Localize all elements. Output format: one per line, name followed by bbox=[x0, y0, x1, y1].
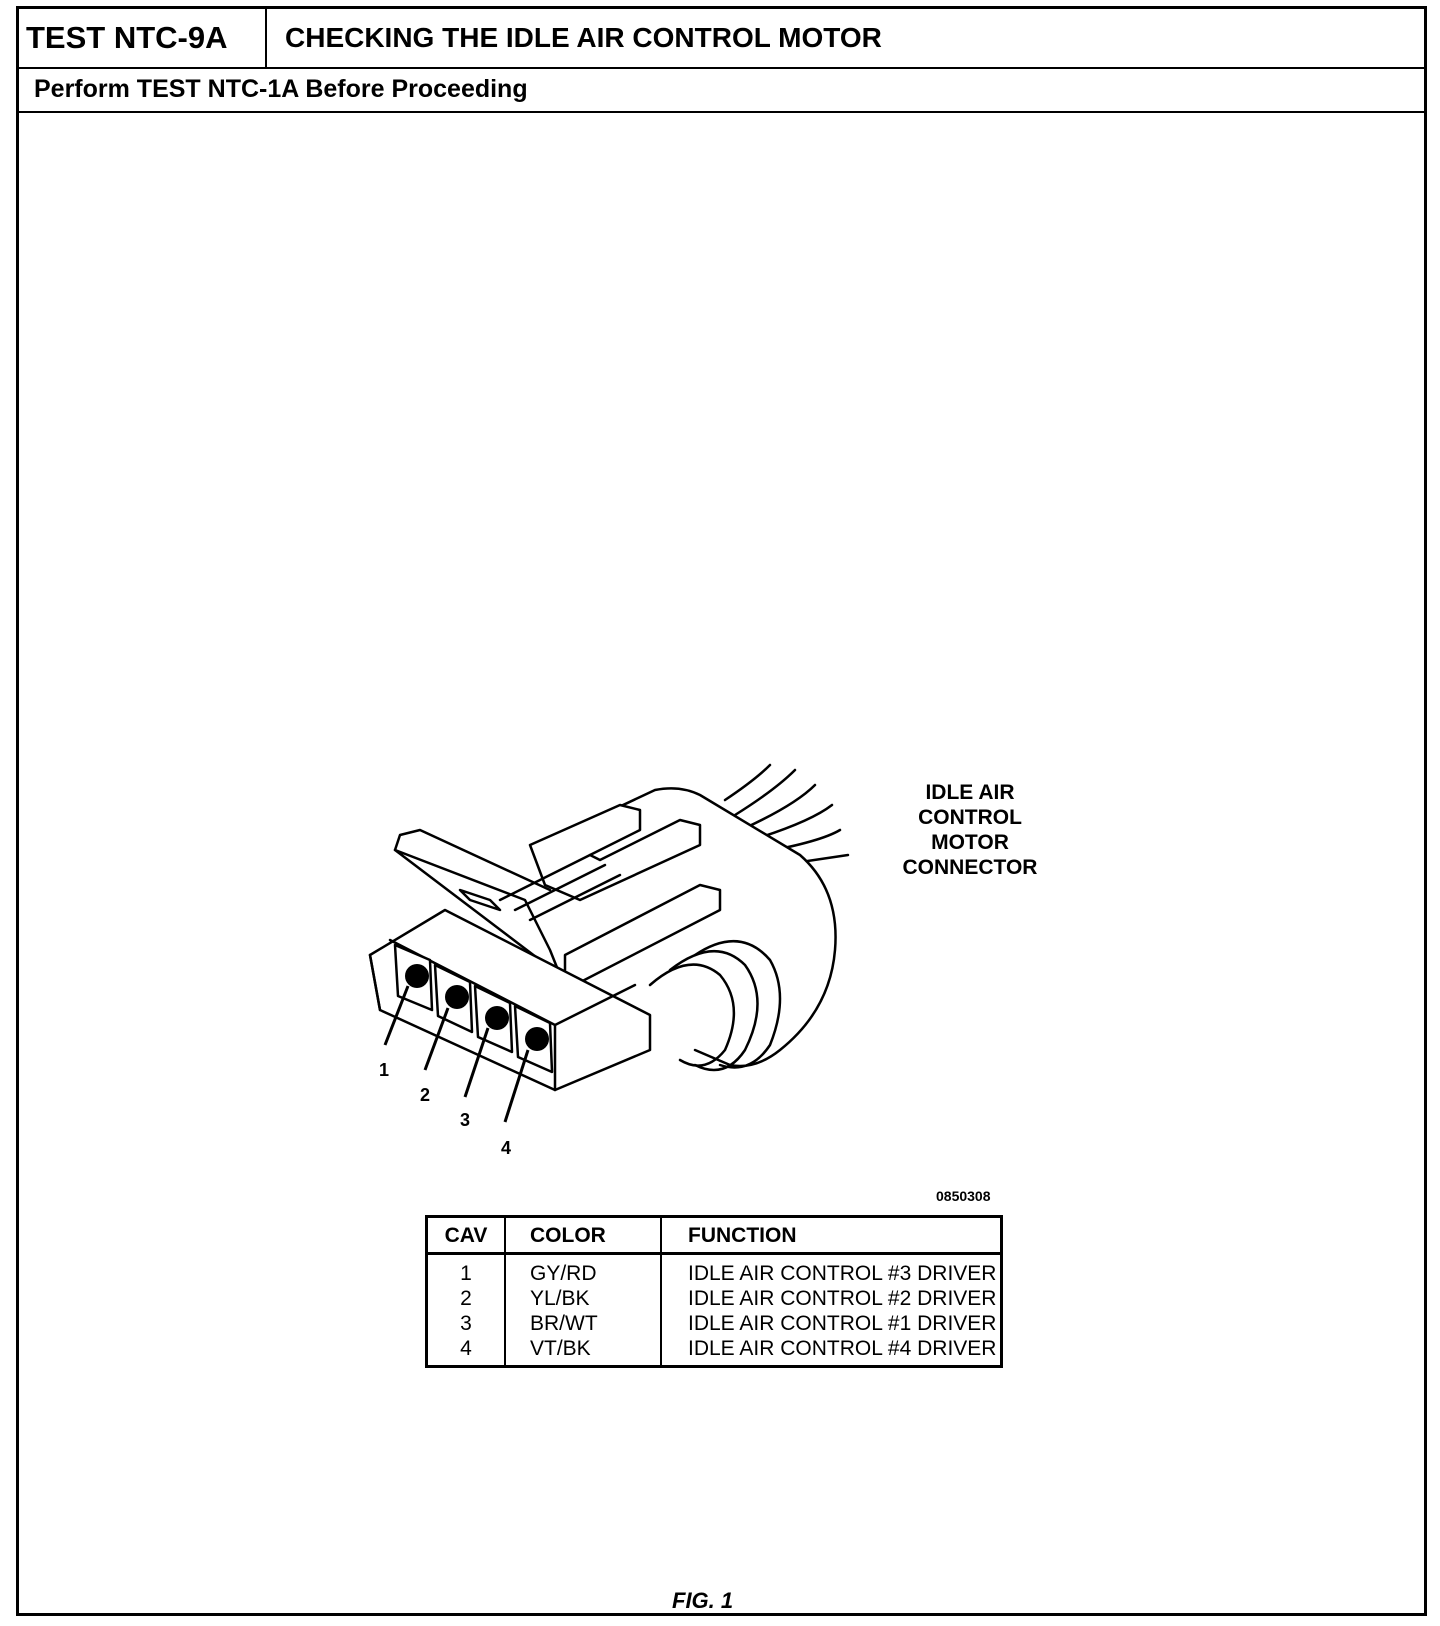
part-number: 0850308 bbox=[936, 1188, 991, 1204]
cell-cav: 2 bbox=[426, 1286, 506, 1311]
prerequisite-note: Perform TEST NTC-1A Before Proceeding bbox=[34, 75, 528, 103]
connector-illustration bbox=[368, 763, 850, 1123]
page-frame: TEST NTC-9A CHECKING THE IDLE AIR CONTRO… bbox=[16, 6, 1427, 1616]
connector-label-line: IDLE AIR bbox=[925, 781, 1015, 804]
test-title: CHECKING THE IDLE AIR CONTROL MOTOR bbox=[285, 22, 882, 53]
pin-label-3: 3 bbox=[460, 1110, 471, 1130]
test-id: TEST NTC-9A bbox=[19, 9, 267, 67]
cell-function: IDLE AIR CONTROL #2 DRIVER bbox=[688, 1287, 997, 1310]
cell-color: BR/WT bbox=[505, 1311, 662, 1336]
cell-function: IDLE AIR CONTROL #4 DRIVER bbox=[688, 1337, 997, 1360]
header-row: TEST NTC-9A CHECKING THE IDLE AIR CONTRO… bbox=[19, 9, 1424, 69]
pin-label-1: 1 bbox=[379, 1060, 390, 1080]
prerequisite-row: Perform TEST NTC-1A Before Proceeding bbox=[19, 69, 1424, 113]
header-function: FUNCTION bbox=[661, 1216, 1002, 1255]
cell-cav: 4 bbox=[426, 1336, 506, 1367]
pin-label-4: 4 bbox=[501, 1138, 512, 1158]
table-row: 2 YL/BK IDLE AIR CONTROL #2 DRIVER bbox=[426, 1286, 1002, 1311]
cell-color: VT/BK bbox=[505, 1336, 662, 1367]
connector-label-line: CONNECTOR bbox=[902, 856, 1038, 879]
cell-color: GY/RD bbox=[505, 1253, 662, 1286]
cavity-pins bbox=[405, 964, 549, 1051]
table-row: 4 VT/BK IDLE AIR CONTROL #4 DRIVER bbox=[426, 1336, 1002, 1367]
pin-label-2: 2 bbox=[420, 1085, 431, 1105]
header-cav: CAV bbox=[426, 1216, 506, 1255]
figure-caption: FIG. 1 bbox=[672, 1588, 734, 1613]
cell-cav: 1 bbox=[426, 1253, 506, 1286]
connector-label-line: MOTOR bbox=[931, 831, 1009, 854]
cavity-table: CAV COLOR FUNCTION 1 GY/RD IDLE AIR CONT… bbox=[425, 1215, 1003, 1368]
cell-cav: 3 bbox=[426, 1311, 506, 1336]
connector-label-line: CONTROL bbox=[918, 806, 1022, 829]
table-row: 3 BR/WT IDLE AIR CONTROL #1 DRIVER bbox=[426, 1311, 1002, 1336]
table-header-row: CAV COLOR FUNCTION bbox=[426, 1216, 1002, 1255]
connector-label: IDLE AIR CONTROL MOTOR CONNECTOR bbox=[870, 780, 1070, 880]
cell-color: YL/BK bbox=[505, 1286, 662, 1311]
header-color: COLOR bbox=[505, 1216, 662, 1255]
table-row: 1 GY/RD IDLE AIR CONTROL #3 DRIVER bbox=[426, 1253, 1002, 1286]
cell-function: IDLE AIR CONTROL #3 DRIVER bbox=[688, 1262, 997, 1285]
cell-function: IDLE AIR CONTROL #1 DRIVER bbox=[688, 1312, 997, 1335]
